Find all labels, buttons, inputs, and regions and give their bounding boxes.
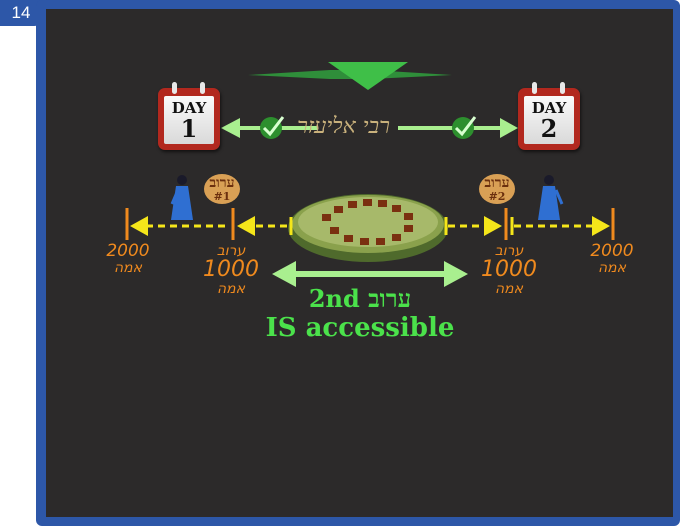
caption-line2: IS accessible: [265, 313, 455, 343]
city-oval: [288, 194, 448, 262]
distance-far-left: 2000 אמה: [98, 241, 158, 277]
distance-near-right-value: 1000: [481, 257, 537, 282]
distance-near-right-unit: אמה: [494, 281, 523, 297]
top-chevron: [248, 62, 452, 90]
city-houses: [322, 199, 413, 245]
accessible-arrow: [272, 261, 468, 287]
accessibility-caption: 2nd ערוב IS accessible: [260, 284, 460, 344]
distance-near-left-value: 1000: [203, 257, 259, 282]
person-right-icon: [538, 175, 564, 220]
distance-near-right-label: ערוב: [494, 243, 524, 259]
eruv-right-title: ערוב: [484, 175, 510, 191]
check-left-icon: [260, 116, 285, 139]
calendar-day1-label: DAY: [171, 99, 207, 117]
calendar-day1-number: 1: [180, 114, 198, 143]
distance-far-right: 2000 אמה: [582, 241, 642, 277]
calendar-day2: DAY 2: [516, 80, 582, 152]
calendar-day2-label: DAY: [531, 99, 567, 117]
slide-number: 14: [0, 0, 42, 26]
rabbi-name: רבי אליעזר: [297, 114, 390, 139]
distance-near-left: ערוב 1000 אמה: [196, 243, 266, 297]
eruv-right-number: #2: [488, 190, 506, 203]
distance-far-right-value: 2000: [590, 241, 634, 261]
distance-near-left-unit: אמה: [216, 281, 245, 297]
measure-near-left: [231, 208, 293, 240]
measure-near-right: [444, 208, 508, 240]
eruv-left-label: ערוב #1: [204, 175, 240, 203]
person-left-icon: [170, 175, 193, 220]
arrow-to-day2: [398, 118, 518, 138]
bread-right-icon: [479, 174, 515, 204]
calendar-day2-number: 2: [540, 114, 558, 143]
distance-far-left-unit: אמה: [113, 260, 142, 276]
distance-far-right-unit: אמה: [597, 260, 626, 276]
calendar-day1: DAY 1: [156, 80, 222, 152]
bread-left-icon: [204, 174, 240, 204]
eruv-left-title: ערוב: [209, 175, 235, 191]
eruv-right-label: ערוב #2: [479, 175, 515, 203]
caption-line1: 2nd ערוב: [308, 284, 412, 313]
measure-far-right: [510, 208, 615, 240]
distance-far-left-value: 2000: [106, 241, 150, 261]
eruv-left-number: #1: [213, 190, 231, 203]
distance-near-left-label: ערוב: [216, 243, 246, 259]
check-right-icon: [452, 116, 477, 139]
distance-near-right: ערוב 1000 אמה: [474, 243, 544, 297]
measure-far-left: [125, 208, 228, 240]
